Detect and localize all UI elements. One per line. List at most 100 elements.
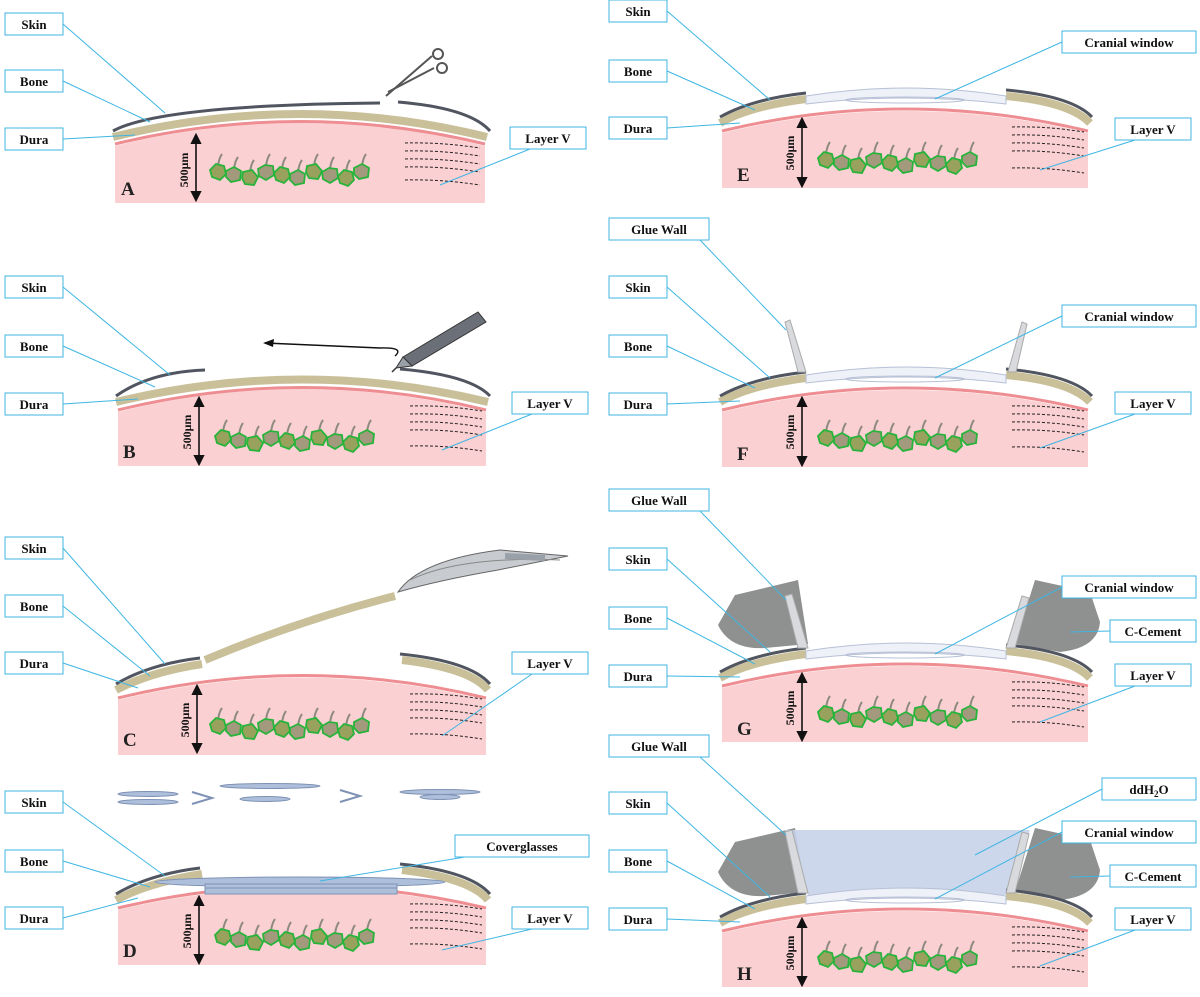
label-bone: Bone bbox=[4, 334, 156, 388]
panel-b: 500μm B Skin Bone Dura Layer V bbox=[4, 275, 589, 467]
label-layer-v: Layer V bbox=[441, 651, 589, 737]
glue-wall-left bbox=[784, 593, 809, 649]
layer-v-neurons bbox=[816, 940, 978, 975]
skin-layer bbox=[719, 370, 807, 398]
label-skin: Skin bbox=[608, 547, 771, 653]
svg-text:Layer V: Layer V bbox=[1130, 122, 1176, 137]
cranial-window-glass bbox=[805, 87, 1007, 105]
brain-section bbox=[112, 100, 492, 203]
layer-lines bbox=[409, 405, 483, 452]
cranial-window-glass bbox=[805, 887, 1007, 905]
skin-layer bbox=[719, 91, 807, 119]
dura-layer bbox=[721, 907, 1089, 933]
svg-text:Layer V: Layer V bbox=[525, 131, 571, 146]
dura-layer bbox=[117, 674, 487, 700]
neuron-icon bbox=[208, 707, 227, 736]
bone-left bbox=[718, 374, 807, 406]
label-skin: Skin bbox=[4, 536, 166, 665]
label-layer-v: Layer V bbox=[441, 391, 589, 451]
bone-layer bbox=[112, 110, 488, 141]
svg-text:Cranial window: Cranial window bbox=[1084, 309, 1174, 324]
neuron-row bbox=[213, 918, 375, 953]
svg-text:Coverglasses: Coverglasses bbox=[486, 839, 558, 854]
neuron-icon bbox=[310, 918, 329, 945]
neuron-icon bbox=[913, 419, 932, 446]
svg-text:Layer V: Layer V bbox=[527, 911, 573, 926]
label-cranial-window: Cranial window bbox=[934, 575, 1197, 655]
svg-text:Layer V: Layer V bbox=[527, 656, 573, 671]
layer-v-neurons bbox=[213, 419, 375, 454]
neuron-row bbox=[816, 940, 978, 975]
skin-layer-right bbox=[1005, 88, 1094, 119]
panel-g: 500μm G Glue Wall Skin Bone Dura Cranial… bbox=[608, 488, 1197, 743]
label-ddh2o: ddH2O bbox=[974, 777, 1197, 856]
layer-lines bbox=[404, 142, 481, 186]
layer-v-neurons bbox=[208, 153, 370, 188]
panel-a: 500μm A Skin Bone Dura Layer V bbox=[4, 12, 587, 203]
panel-f: 500μm F Glue Wall Skin Bone Dura Cranial… bbox=[608, 217, 1197, 468]
skin-layer bbox=[115, 656, 201, 686]
bone-left bbox=[114, 660, 203, 694]
skin-layer-right bbox=[397, 100, 492, 133]
svg-text:Glue Wall: Glue Wall bbox=[631, 222, 687, 237]
layer-lines bbox=[1011, 926, 1085, 973]
label-bone: Bone bbox=[608, 606, 756, 665]
svg-text:Skin: Skin bbox=[625, 280, 651, 295]
panel-h: 500μm H Glue Wall Skin Bone Dura ddH2O C… bbox=[608, 734, 1197, 988]
depth-label: 500μm bbox=[783, 415, 797, 450]
label-cranial-window: Cranial window bbox=[934, 30, 1197, 100]
svg-text:Dura: Dura bbox=[624, 912, 653, 927]
layer-lines bbox=[1011, 126, 1085, 174]
brain-section bbox=[718, 319, 1094, 467]
neuron-icon bbox=[961, 940, 978, 967]
skin-layer-right bbox=[1005, 367, 1094, 398]
svg-text:Cranial window: Cranial window bbox=[1084, 35, 1174, 50]
svg-text:Dura: Dura bbox=[624, 121, 653, 136]
label-dura: Dura bbox=[4, 127, 136, 151]
svg-text:C-Cement: C-Cement bbox=[1124, 624, 1182, 639]
neuron-icon bbox=[277, 921, 296, 950]
ddh2o-reservoir bbox=[785, 830, 1030, 895]
neuron-icon bbox=[961, 695, 978, 722]
neuron-icon bbox=[358, 419, 375, 446]
svg-text:Skin: Skin bbox=[21, 541, 47, 556]
bone-left bbox=[718, 895, 807, 927]
label-skin: Skin bbox=[4, 12, 166, 114]
neuron-icon bbox=[944, 425, 963, 454]
svg-text:Layer V: Layer V bbox=[1130, 912, 1176, 927]
svg-text:Bone: Bone bbox=[624, 64, 652, 79]
label-layer-v: Layer V bbox=[439, 126, 587, 186]
cortex-tissue bbox=[722, 911, 1088, 987]
neuron-icon bbox=[897, 946, 914, 973]
neuron-icon bbox=[897, 147, 914, 174]
label-layer-v: Layer V bbox=[1039, 663, 1192, 723]
bone-right bbox=[1005, 371, 1093, 405]
bone-right bbox=[1005, 92, 1093, 126]
bone-left bbox=[718, 650, 807, 682]
panel-letter: F bbox=[737, 444, 749, 465]
neuron-icon bbox=[336, 159, 355, 188]
bone-layer bbox=[115, 375, 489, 406]
cortex-tissue bbox=[722, 390, 1088, 467]
neuron-icon bbox=[246, 924, 265, 951]
neuron-icon bbox=[913, 141, 932, 168]
label-layer-v: Layer V bbox=[1039, 907, 1192, 967]
neuron-icon bbox=[305, 707, 324, 734]
label-dura: Dura bbox=[608, 907, 741, 931]
neuron-row bbox=[208, 707, 370, 742]
brain-section bbox=[115, 367, 492, 466]
svg-text:Skin: Skin bbox=[625, 796, 651, 811]
neuron-icon bbox=[353, 707, 370, 734]
neuron-icon bbox=[849, 147, 868, 174]
neuron-icon bbox=[944, 147, 963, 176]
depth-label: 500μm bbox=[783, 136, 797, 171]
neuron-icon bbox=[897, 425, 914, 452]
skin-layer bbox=[115, 368, 206, 398]
label-bone: Bone bbox=[608, 849, 756, 910]
svg-text:Bone: Bone bbox=[624, 611, 652, 626]
neuron-icon bbox=[816, 419, 835, 448]
forceps-icon bbox=[396, 549, 569, 593]
coverglass-stack bbox=[154, 876, 446, 895]
c-cement-left bbox=[718, 828, 806, 897]
neuron-icon bbox=[257, 153, 275, 182]
